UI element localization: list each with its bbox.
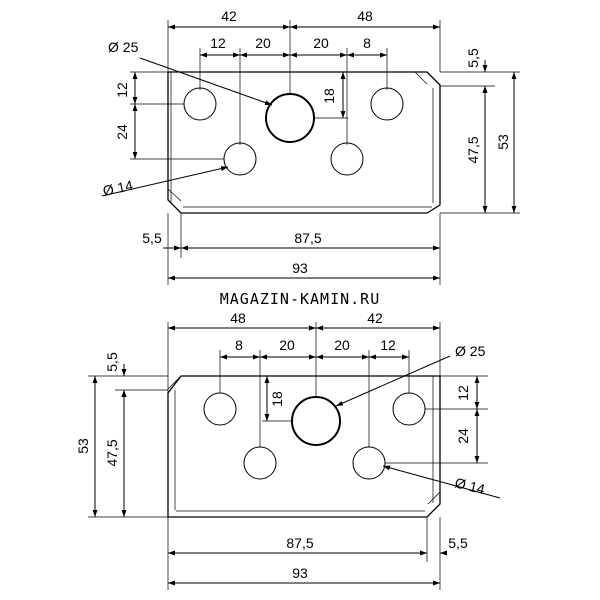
top-dim-center-18: 18 [314,72,348,119]
bottom-dim-48-label: 48 [230,310,246,326]
bottom-dim-42-label: 42 [367,310,383,326]
top-dim-42-label: 42 [221,8,237,24]
bottom-dim-bottom-horizontal: 87,5 5,5 93 [167,517,468,590]
top-diameter-callouts: Ø 25 Ø 14 [101,39,273,199]
bottom-dim-right-vertical: 12 24 [385,375,488,464]
top-dim-b93-label: 93 [292,260,308,276]
top-dim-hole-spacing: 12 20 20 8 [199,35,388,145]
bottom-dia25-label: Ø 25 [455,343,486,359]
bottom-dim-v24-label: 24 [455,428,471,444]
bottom-dim-l53-label: 53 [75,438,91,454]
top-dia25-label: Ø 25 [108,39,139,55]
bottom-dim-hole-spacing: 8 20 20 12 [219,337,410,447]
top-dia14-label: Ø 14 [101,177,134,199]
bottom-dim-b93-label: 93 [292,565,308,581]
top-dim-r53-label: 53 [495,134,511,150]
top-hole-upper-right [370,87,404,121]
top-dim-20a-label: 20 [255,35,271,51]
top-hole-lower-left [223,142,257,176]
bottom-dim-left-vertical: 53 5,5 47,5 [75,352,168,518]
bottom-dim-b5_5-label: 5,5 [448,535,468,551]
site-watermark: MAGAZIN-KAMIN.RU [220,290,381,308]
top-hole-center-large [265,93,315,143]
top-hole-lower-right [330,142,364,176]
bottom-dim-12-label: 12 [380,337,396,353]
top-dim-v12-label: 12 [114,82,130,98]
top-dim-8-label: 8 [363,35,371,51]
bottom-dia14-label: Ø 14 [453,474,487,497]
top-dim-20b-label: 20 [313,35,329,51]
bottom-hole-lower-right [352,446,386,480]
top-dim-48-label: 48 [357,8,373,24]
top-hole-upper-left [183,87,217,121]
bottom-dim-8-label: 8 [235,337,243,353]
top-dim-bottom-horizontal: 5,5 87,5 93 [142,213,441,285]
top-dim-left-vertical: 12 24 [114,71,224,160]
bottom-diameter-callouts: Ø 25 Ø 14 [335,343,501,499]
bottom-bracket-drawing: 48 42 8 20 20 12 Ø 25 Ø 14 [75,310,501,590]
bottom-dim-v12-label: 12 [455,385,471,401]
top-bracket-drawing: 42 48 12 20 20 8 Ø 25 Ø 14 [101,8,520,285]
bottom-hole-lower-left [243,446,277,480]
bottom-dim-l5_5-label: 5,5 [104,352,120,372]
top-dim-b87_5-label: 87,5 [294,230,321,246]
top-dim-v18-label: 18 [321,88,337,104]
top-dim-right-vertical: 5,5 47,5 53 [440,48,520,214]
top-dim-v24-label: 24 [114,124,130,140]
top-dim-b5_5-label: 5,5 [142,230,162,246]
top-dim-r5_5-label: 5,5 [465,48,481,68]
bottom-dim-l47_5-label: 47,5 [104,439,120,466]
bottom-dim-b87_5-label: 87,5 [286,535,313,551]
bottom-hole-center-large [291,396,341,446]
bottom-dim-center-18: 18 [262,376,292,422]
bottom-dim-48-42: 48 42 [167,310,441,397]
top-dim-42-48: 42 48 [167,8,441,94]
bottom-hole-upper-right [392,392,426,426]
bottom-dim-20a-label: 20 [279,337,295,353]
bottom-dim-20b-label: 20 [334,337,350,353]
top-dim-12-label: 12 [210,35,226,51]
bottom-hole-upper-left [203,392,237,426]
top-dim-r47_5-label: 47,5 [465,136,481,163]
bottom-dim-v18-label: 18 [269,391,285,407]
